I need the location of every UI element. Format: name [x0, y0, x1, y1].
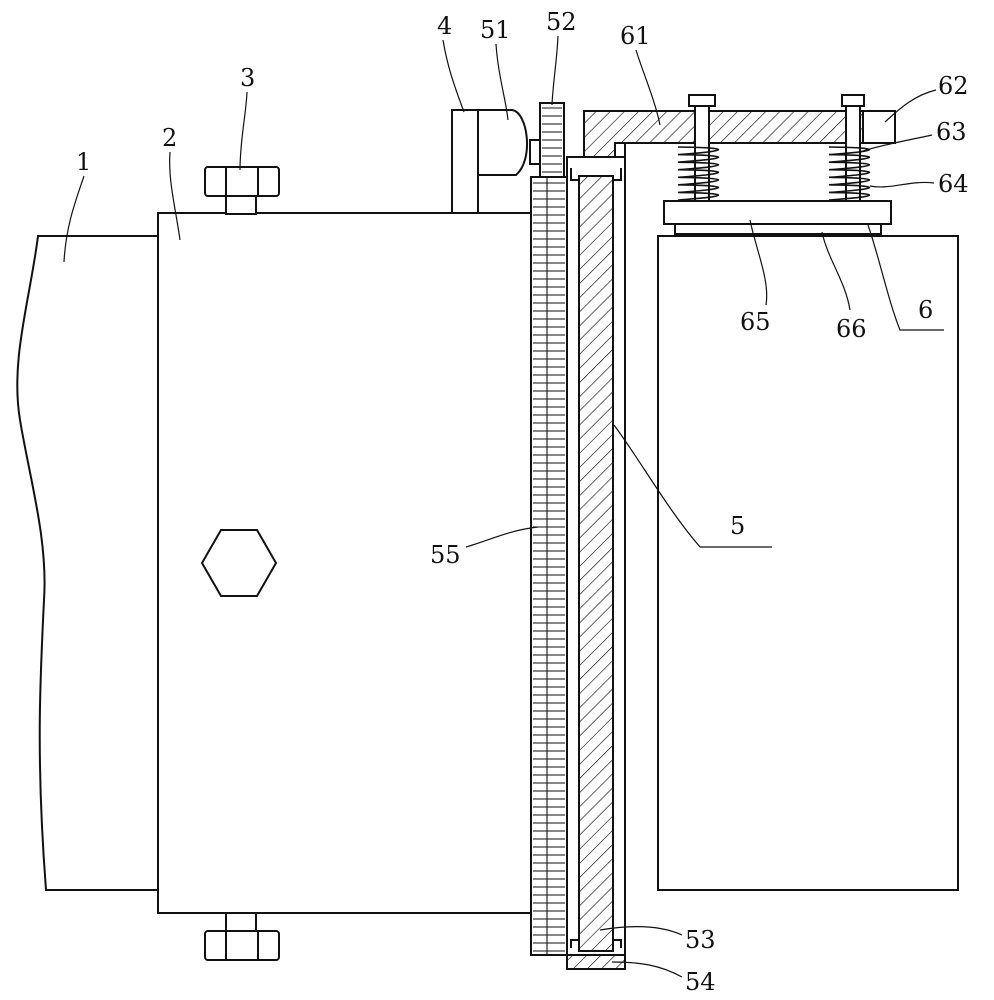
- label-54: 54: [611, 961, 716, 996]
- part-1-right-section: [657, 235, 959, 891]
- label-2: 2: [162, 124, 181, 241]
- svg-text:54: 54: [685, 968, 716, 996]
- label-3: 3: [239, 64, 255, 171]
- svg-text:61: 61: [620, 22, 651, 50]
- bottom-channel-clip: [570, 939, 622, 948]
- label-52: 52: [546, 8, 577, 106]
- rack-teeth: [533, 177, 565, 955]
- label-6: 6: [867, 224, 944, 331]
- label-51: 51: [480, 16, 511, 121]
- svg-text:63: 63: [936, 118, 967, 146]
- svg-text:66: 66: [836, 315, 867, 343]
- part-62-end-piece: [862, 110, 896, 144]
- label-53: 53: [599, 926, 716, 954]
- svg-text:3: 3: [240, 64, 255, 92]
- label-5: 5: [613, 424, 772, 548]
- motor-shaft: [529, 139, 541, 165]
- label-55: 55: [430, 526, 539, 569]
- label-1: 1: [63, 148, 91, 263]
- top-channel-clip: [570, 168, 622, 181]
- part-64-springs: [677, 146, 870, 201]
- svg-text:64: 64: [938, 170, 969, 198]
- part-3-top-bolt: [204, 166, 280, 215]
- part-55-gear-rack: [530, 176, 568, 956]
- part-65-pressing-plate: [663, 200, 892, 225]
- svg-text:52: 52: [546, 8, 577, 36]
- svg-text:51: 51: [480, 16, 511, 44]
- hex-nut: [200, 529, 278, 597]
- label-4: 4: [437, 12, 465, 113]
- svg-text:2: 2: [162, 124, 177, 152]
- spring-coil: [828, 146, 870, 201]
- svg-text:65: 65: [740, 308, 771, 336]
- svg-text:62: 62: [938, 72, 969, 100]
- svg-text:55: 55: [430, 541, 461, 569]
- label-64: 64: [869, 170, 969, 198]
- label-66: 66: [821, 231, 867, 343]
- part-4-motor-bracket: [451, 109, 479, 214]
- label-63: 63: [859, 118, 967, 153]
- svg-text:53: 53: [685, 926, 716, 954]
- svg-text:1: 1: [76, 148, 91, 176]
- label-65: 65: [740, 219, 771, 336]
- part-66-pad: [674, 223, 882, 235]
- part-51-motor: [477, 109, 528, 176]
- part-2-clamp-body: [157, 212, 533, 914]
- part-53-slide-rod: [578, 175, 614, 952]
- pinion-teeth: [542, 107, 562, 173]
- part-1-base-plate: [16, 235, 158, 891]
- label-62: 62: [884, 72, 969, 123]
- bottom-bolt: [204, 912, 280, 961]
- svg-text:6: 6: [918, 296, 933, 324]
- spring-coil: [677, 146, 719, 201]
- svg-text:5: 5: [730, 512, 745, 540]
- svg-text:4: 4: [437, 12, 452, 40]
- label-61: 61: [620, 22, 661, 126]
